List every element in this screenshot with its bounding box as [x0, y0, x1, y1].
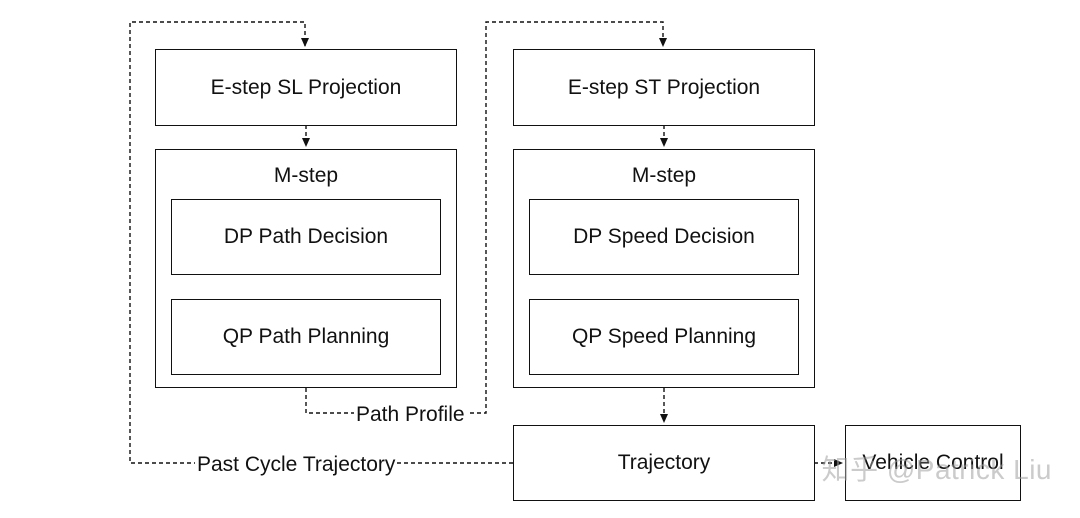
path-profile-connector: [305, 21, 667, 414]
speed-mstep-title: M-step: [631, 164, 697, 187]
sl-projection-label: E-step SL Projection: [210, 75, 402, 99]
vehicle-control-box: Vehicle Control: [845, 425, 1021, 501]
trajectory-label: Trajectory: [617, 451, 711, 474]
qp-path-planning-box: QP Path Planning: [171, 299, 441, 375]
qp-speed-planning-label: QP Speed Planning: [571, 325, 757, 348]
qp-speed-planning-box: QP Speed Planning: [529, 299, 799, 375]
dp-speed-decision-label: DP Speed Decision: [573, 225, 755, 248]
trajectory-box: Trajectory: [513, 425, 815, 501]
dp-path-decision-box: DP Path Decision: [171, 199, 441, 275]
path-mstep-title: M-step: [273, 164, 339, 187]
st-projection-box: E-step ST Projection: [513, 49, 815, 126]
qp-path-planning-label: QP Path Planning: [222, 325, 390, 348]
sl-projection-box: E-step SL Projection: [155, 49, 457, 126]
watermark-text: 知乎 @Patrick Liu: [821, 454, 1052, 485]
vehicle-control-label: Vehicle Control: [862, 451, 1004, 474]
dp-speed-decision-box: DP Speed Decision: [529, 199, 799, 275]
path-profile-label: Path Profile: [354, 403, 467, 427]
dp-path-decision-label: DP Path Decision: [223, 225, 389, 248]
st-projection-label: E-step ST Projection: [567, 75, 761, 99]
past-cycle-trajectory-label: Past Cycle Trajectory: [195, 453, 398, 477]
